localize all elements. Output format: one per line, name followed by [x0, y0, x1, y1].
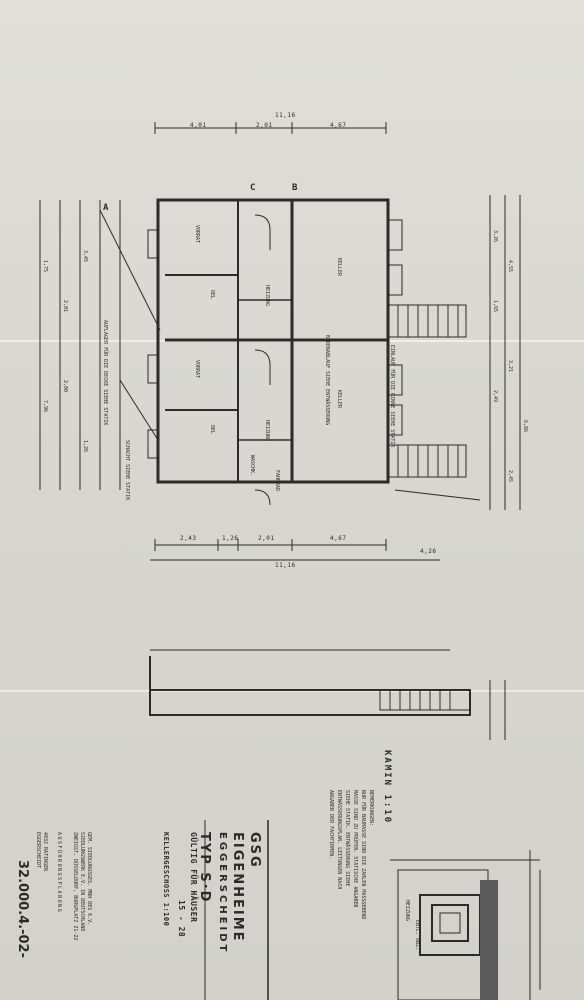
room-heizung-1: HEIZUNG [264, 285, 270, 307]
dim-right-3: 1,65 [492, 300, 498, 313]
sheet-project: EIGENHEIME [230, 832, 245, 943]
room-oel-2: OEL [209, 425, 215, 435]
dimension-bottom-3: 2,01 [258, 535, 275, 542]
axis-label-c: C [250, 183, 256, 193]
dimension-top-1: 4,01 [190, 122, 207, 129]
note-einlauf: EINLAUF FÜR DIE RINNE SIEHE STATIK [389, 345, 395, 448]
company-block: GEM. SIEDLUNGSGES. MBH DES K.V. SIEDLUNG… [72, 832, 92, 941]
sheet-type: TYP S·D [197, 832, 212, 904]
dim-left-5: 1,26 [82, 440, 88, 453]
dim-right-4: 3,21 [507, 360, 513, 373]
room-keller-2: KELLER [336, 390, 342, 409]
kamin-heizung-label: HEIZUNG [404, 900, 410, 922]
dimension-top-2: 2,01 [256, 122, 273, 129]
note-bodenablauf: BODENABLAUF SIEHE ENTWÄSSERUNG [324, 335, 330, 426]
kamin-entl-label: ENTL. ABZ. [414, 920, 420, 951]
axis-label-a: A [103, 203, 109, 213]
dim-left-1: 1,75 [42, 260, 48, 273]
dimension-bottom-1: 2,43 [180, 535, 197, 542]
room-waschkueche: WASCHK. [249, 455, 255, 477]
room-vorrat-1: VORRAT [194, 225, 200, 244]
sheet-org: GSG [247, 832, 262, 869]
sheet-floor: KELLERGESCHOSS 1:100 [162, 832, 170, 927]
dim-right-5: 2,49 [492, 390, 498, 403]
room-vorrat-2: VORRAT [194, 360, 200, 379]
notes-block: BEMERKUNGEN: NUR FÜR BAUMASSE SIND DIE Z… [328, 790, 374, 920]
office-block: 4032 RATINGEN EGGERSCHEIDT [35, 832, 48, 872]
dim-right-2: 4,55 [507, 260, 513, 273]
dimension-bottom-2: 1,26 [222, 535, 239, 542]
note-auflager: AUFLAGER FÜR DIE DECKE SIEHE STATIK [102, 320, 108, 426]
dimension-right: 4,26 [420, 548, 437, 555]
dim-right-6: 6,86 [522, 420, 528, 433]
dimension-total: 11,16 [275, 112, 296, 119]
room-oel-1: OEL [209, 290, 215, 300]
kamin-title: KAMIN 1:10 [382, 750, 392, 825]
dimension-top-3: 4,67 [330, 122, 347, 129]
planning-label: AUSFÜHRUNGSPLANUNG [56, 832, 62, 914]
dim-left-3: 3,45 [82, 250, 88, 263]
dim-right-7: 2,45 [507, 470, 513, 483]
drawing-number: 32.000.4.-02- [15, 860, 30, 958]
sheet-location: EGGERSCHEIDT [217, 832, 228, 955]
axis-label-b: B [292, 183, 298, 193]
dim-left-4: 2,00 [62, 380, 68, 393]
dim-left-2: 2,01 [62, 300, 68, 313]
room-keller-1: KELLER [336, 258, 342, 277]
note-schacht: SCHACHT SIEHE STATIK [124, 440, 130, 501]
dim-left-6: 7,96 [42, 400, 48, 413]
sheet-houses: 15 - 28 [177, 900, 186, 938]
dimension-bottom-total: 11,16 [275, 562, 296, 569]
sheet-valid-for: GÜLTIG FÜR HÄUSER [189, 832, 198, 923]
room-heizung-2: HEIZUNG [264, 420, 270, 442]
dim-right-1: 3,26 [492, 230, 498, 243]
room-fahrrad: FAHRRAD [274, 470, 280, 492]
dimension-bottom-4: 4,67 [330, 535, 347, 542]
